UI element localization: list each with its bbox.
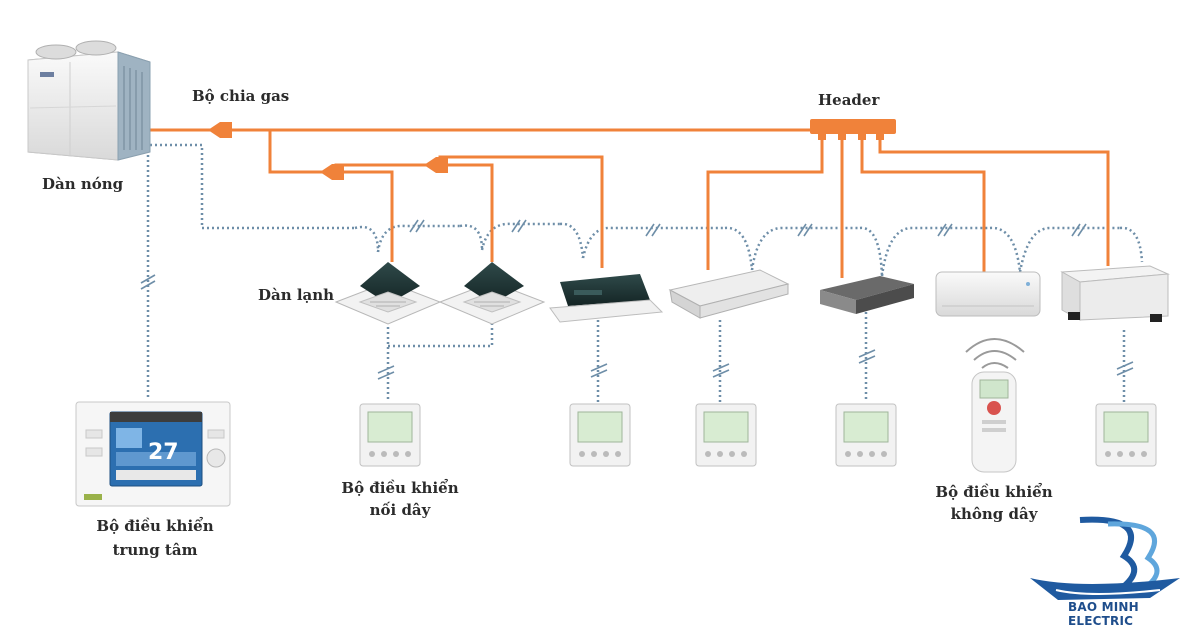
indoor-unit-ceiling-suspended	[668, 269, 790, 319]
indoor-unit-cassette-1	[334, 262, 442, 325]
wired-controller-5	[1095, 403, 1157, 467]
header-manifold	[810, 119, 896, 140]
wire-break-marks	[140, 219, 1134, 380]
wireless-controller-label-line2: không dây	[950, 505, 1038, 523]
indoor-unit-ducted	[820, 276, 914, 314]
wireless-controller-label-line1: Bộ điều khiển	[935, 483, 1053, 501]
wired-controller-4	[835, 403, 897, 467]
wired-controller-3	[695, 403, 757, 467]
gas-splitter-1	[208, 122, 232, 138]
wired-controller-label-line1: Bộ điều khiển	[341, 479, 459, 497]
indoor-units-label: Dàn lạnh	[258, 286, 335, 304]
indoor-unit-one-way-cassette	[549, 274, 664, 323]
central-controller-label-line2: trung tâm	[112, 541, 198, 559]
wired-controller-2	[569, 403, 631, 467]
control-wiring	[146, 143, 1144, 402]
brand-name: BAO MINH ELECTRIC	[1068, 600, 1139, 628]
gas-splitter-2	[320, 164, 344, 180]
outdoor-unit-label: Dàn nóng	[42, 175, 124, 193]
central-controller-temperature: 27	[148, 440, 179, 465]
wired-controller-label-line2: nối dây	[369, 501, 431, 519]
bao-minh-electric-logo	[1030, 516, 1180, 600]
refrigerant-piping	[148, 128, 1110, 278]
outdoor-unit	[27, 40, 151, 161]
central-controller-label-line1: Bộ điều khiển	[96, 517, 214, 535]
central-controller	[75, 401, 231, 507]
wireless-remote	[965, 338, 1025, 473]
indoor-unit-wall-mounted	[935, 271, 1041, 317]
header-label: Header	[818, 91, 880, 109]
indoor-unit-floor-standing	[1060, 265, 1170, 322]
wired-controller-1	[359, 403, 421, 467]
gas-splitter-label: Bộ chia gas	[192, 87, 290, 105]
gas-splitter-3	[424, 157, 448, 173]
indoor-unit-cassette-2	[438, 262, 546, 325]
